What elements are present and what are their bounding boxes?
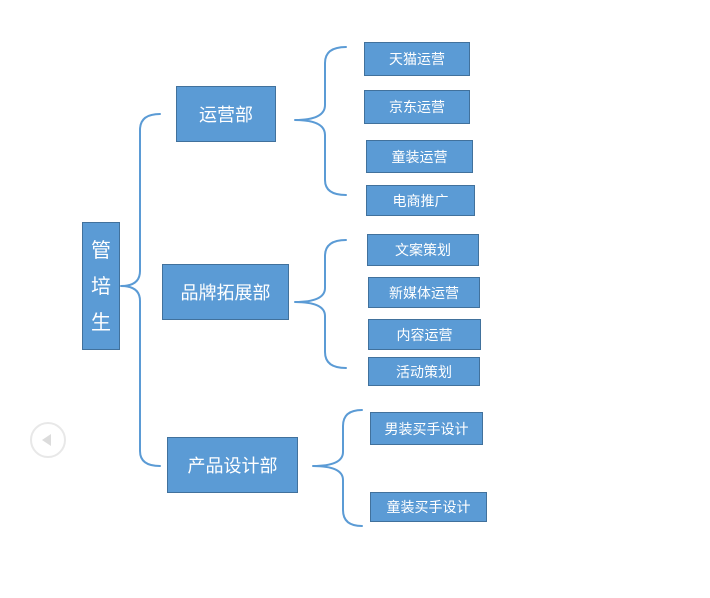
role-node: 京东运营 (364, 90, 470, 124)
role-label: 内容运营 (396, 327, 453, 344)
dept-node-brand-expansion: 品牌拓展部 (162, 264, 289, 320)
role-label: 童装买手设计 (386, 500, 471, 516)
role-node: 文案策划 (367, 234, 479, 266)
dept-label: 品牌拓展部 (180, 283, 271, 304)
dept-node-operations: 运营部 (176, 86, 276, 142)
role-label: 男装买手设计 (384, 421, 469, 438)
dept-1-bracket (294, 46, 347, 196)
dept-node-product-design: 产品设计部 (167, 437, 298, 493)
root-node-guanpeisheng: 管 培 生 (82, 222, 120, 350)
role-label: 电商推广 (392, 193, 449, 210)
role-node: 活动策划 (368, 357, 480, 386)
dept-label: 运营部 (199, 105, 253, 126)
dept-3-bracket (312, 409, 363, 527)
root-char: 培 (91, 274, 111, 298)
root-bracket (120, 113, 161, 467)
role-node: 电商推广 (366, 185, 475, 216)
role-node: 天猫运营 (364, 42, 470, 76)
role-label: 新媒体运营 (389, 285, 459, 302)
role-node: 新媒体运营 (368, 277, 480, 308)
chevron-left-icon (42, 434, 51, 446)
role-label: 天猫运营 (389, 52, 445, 68)
dept-2-bracket (294, 239, 347, 369)
previous-button[interactable] (30, 422, 66, 458)
role-node: 童装买手设计 (370, 492, 487, 522)
role-label: 京东运营 (389, 100, 445, 116)
role-node: 男装买手设计 (370, 412, 483, 445)
role-label: 童装运营 (391, 149, 448, 166)
role-label: 文案策划 (395, 243, 451, 259)
role-label: 活动策划 (396, 364, 452, 381)
role-node: 内容运营 (368, 319, 481, 350)
dept-label: 产品设计部 (187, 456, 278, 477)
root-char: 管 (91, 238, 111, 262)
root-char: 生 (91, 310, 111, 334)
role-node: 童装运营 (366, 140, 473, 173)
